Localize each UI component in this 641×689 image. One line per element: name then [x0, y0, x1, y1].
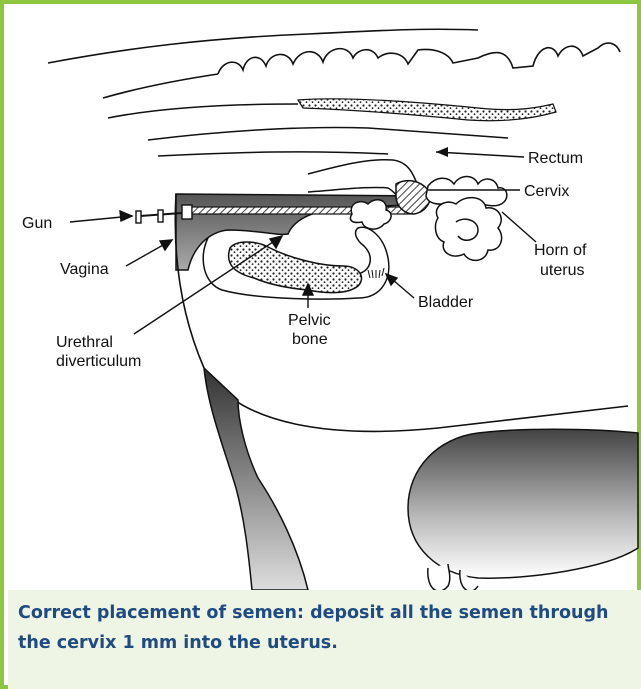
- label-vagina: Vagina: [60, 261, 109, 278]
- spinal-band: [298, 99, 556, 121]
- vertebrae-outline: [218, 43, 620, 74]
- label-pelvic-line1: Pelvic: [288, 312, 331, 329]
- uterine-horn: [436, 198, 502, 261]
- caption-panel: Correct placement of semen: deposit all …: [8, 590, 641, 689]
- label-rectum: Rectum: [528, 150, 583, 167]
- spine-outline: [48, 29, 478, 98]
- cervix-shape: [396, 181, 430, 214]
- label-horn-line1: Horn of: [534, 242, 587, 259]
- label-urethral-line1: Urethral: [56, 334, 113, 351]
- label-bladder: Bladder: [418, 294, 474, 311]
- bladder-mark: [368, 268, 384, 278]
- cow-reproductive-tract-diagram: Rectum Cervix Gun Vagina Horn of uterus …: [8, 8, 641, 590]
- label-horn-line2: uterus: [540, 262, 584, 279]
- label-urethral-line2: diverticulum: [56, 353, 141, 370]
- label-cervix: Cervix: [524, 183, 569, 200]
- udder: [408, 429, 638, 578]
- ovary-cluster: [350, 200, 391, 229]
- hind-leg: [204, 368, 308, 590]
- label-gun: Gun: [22, 215, 52, 232]
- figure-caption: Correct placement of semen: deposit all …: [18, 598, 631, 658]
- pelvic-bone: [229, 242, 362, 293]
- diagram-svg: Rectum Cervix Gun Vagina Horn of uterus …: [8, 8, 641, 590]
- rectum-pointer: [436, 147, 524, 157]
- vagina-shape: [176, 194, 428, 270]
- label-pelvic-line2: bone: [292, 331, 328, 348]
